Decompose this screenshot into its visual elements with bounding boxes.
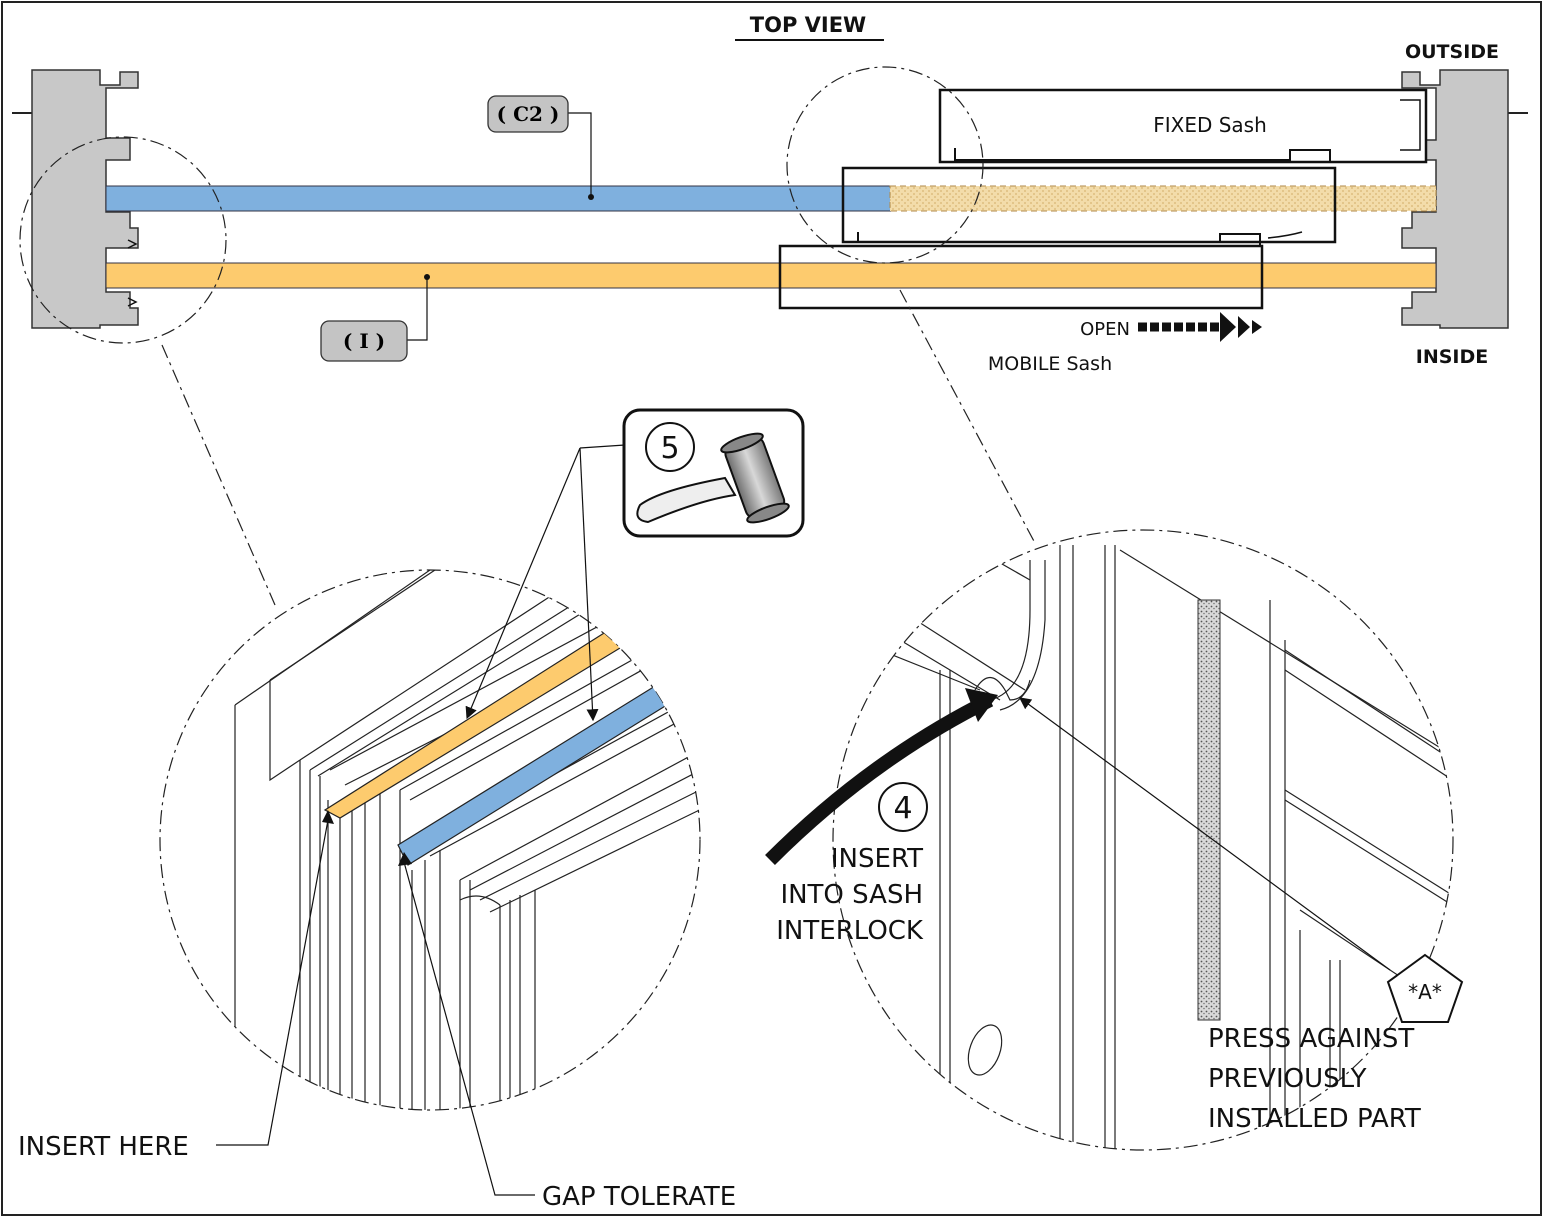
c2-leader [568, 112, 592, 197]
insert-here-label: INSERT HERE [18, 1132, 189, 1162]
insert-step-circle [878, 782, 928, 832]
gap-leader [403, 861, 535, 1196]
fixed-sash [938, 88, 1428, 164]
hammer-leader-c2 [579, 447, 599, 722]
left-detail-view [159, 569, 701, 1111]
insert-here-leader [216, 819, 329, 1146]
strip-c2 [105, 185, 893, 212]
tag-i [320, 320, 408, 362]
hammer-step-number: 5 [660, 431, 679, 466]
hammer-icon [636, 432, 790, 524]
right-detail-marker [786, 66, 984, 264]
press-line-2: PREVIOUSLY [1208, 1064, 1367, 1094]
i-leader [407, 277, 428, 341]
open-direction-arrow-icon [1138, 312, 1262, 342]
press-line-3: INSTALLED PART [1208, 1104, 1421, 1134]
outside-label: OUTSIDE [1405, 41, 1499, 63]
insert-line-1: INSERT [831, 844, 923, 874]
left-frame-profile [12, 69, 139, 329]
hammer-leader-base [579, 444, 626, 449]
right-detail-link [899, 289, 1037, 546]
strip-i [105, 262, 1437, 289]
gap-arrow-icon [398, 852, 412, 866]
insert-curve-arrow [765, 693, 994, 865]
detail-hole [967, 1024, 1003, 1076]
mobile-sash-label: MOBILE Sash [988, 353, 1112, 375]
insert-line-3: INTERLOCK [776, 916, 924, 946]
press-line-1: PRESS AGAINST [1208, 1024, 1414, 1054]
strip-c2-hidden [889, 185, 1437, 212]
insert-line-2: INTO SASH [780, 880, 923, 910]
mobile-sash [778, 166, 1337, 310]
left-detail-marker [19, 136, 227, 344]
ref-leader [1019, 697, 1391, 971]
hammer-leader-i [465, 447, 581, 720]
inside-label: INSIDE [1416, 346, 1488, 368]
page-title: TOP VIEW [750, 13, 866, 37]
right-frame-profile [1401, 69, 1528, 329]
left-detail-link [161, 344, 276, 606]
tag-c2 [487, 95, 569, 133]
fixed-sash-label: FIXED Sash [1153, 113, 1267, 137]
insert-arrow-head-icon [965, 688, 998, 722]
insert-step-number: 4 [893, 791, 912, 826]
ref-label: *A* [1408, 980, 1442, 1004]
tag-i-label: ( I ) [343, 329, 385, 353]
ref-pentagon [1386, 953, 1464, 1023]
open-label: OPEN [1080, 319, 1130, 340]
tag-c2-label: ( C2 ) [497, 102, 560, 126]
gap-tolerate-label: GAP TOLERATE [542, 1182, 736, 1212]
insert-here-arrow-icon [322, 810, 334, 824]
right-detail-view [832, 529, 1454, 1151]
hammer-step-box: 5 [622, 408, 805, 538]
detail-foam-seal [1197, 599, 1221, 1021]
